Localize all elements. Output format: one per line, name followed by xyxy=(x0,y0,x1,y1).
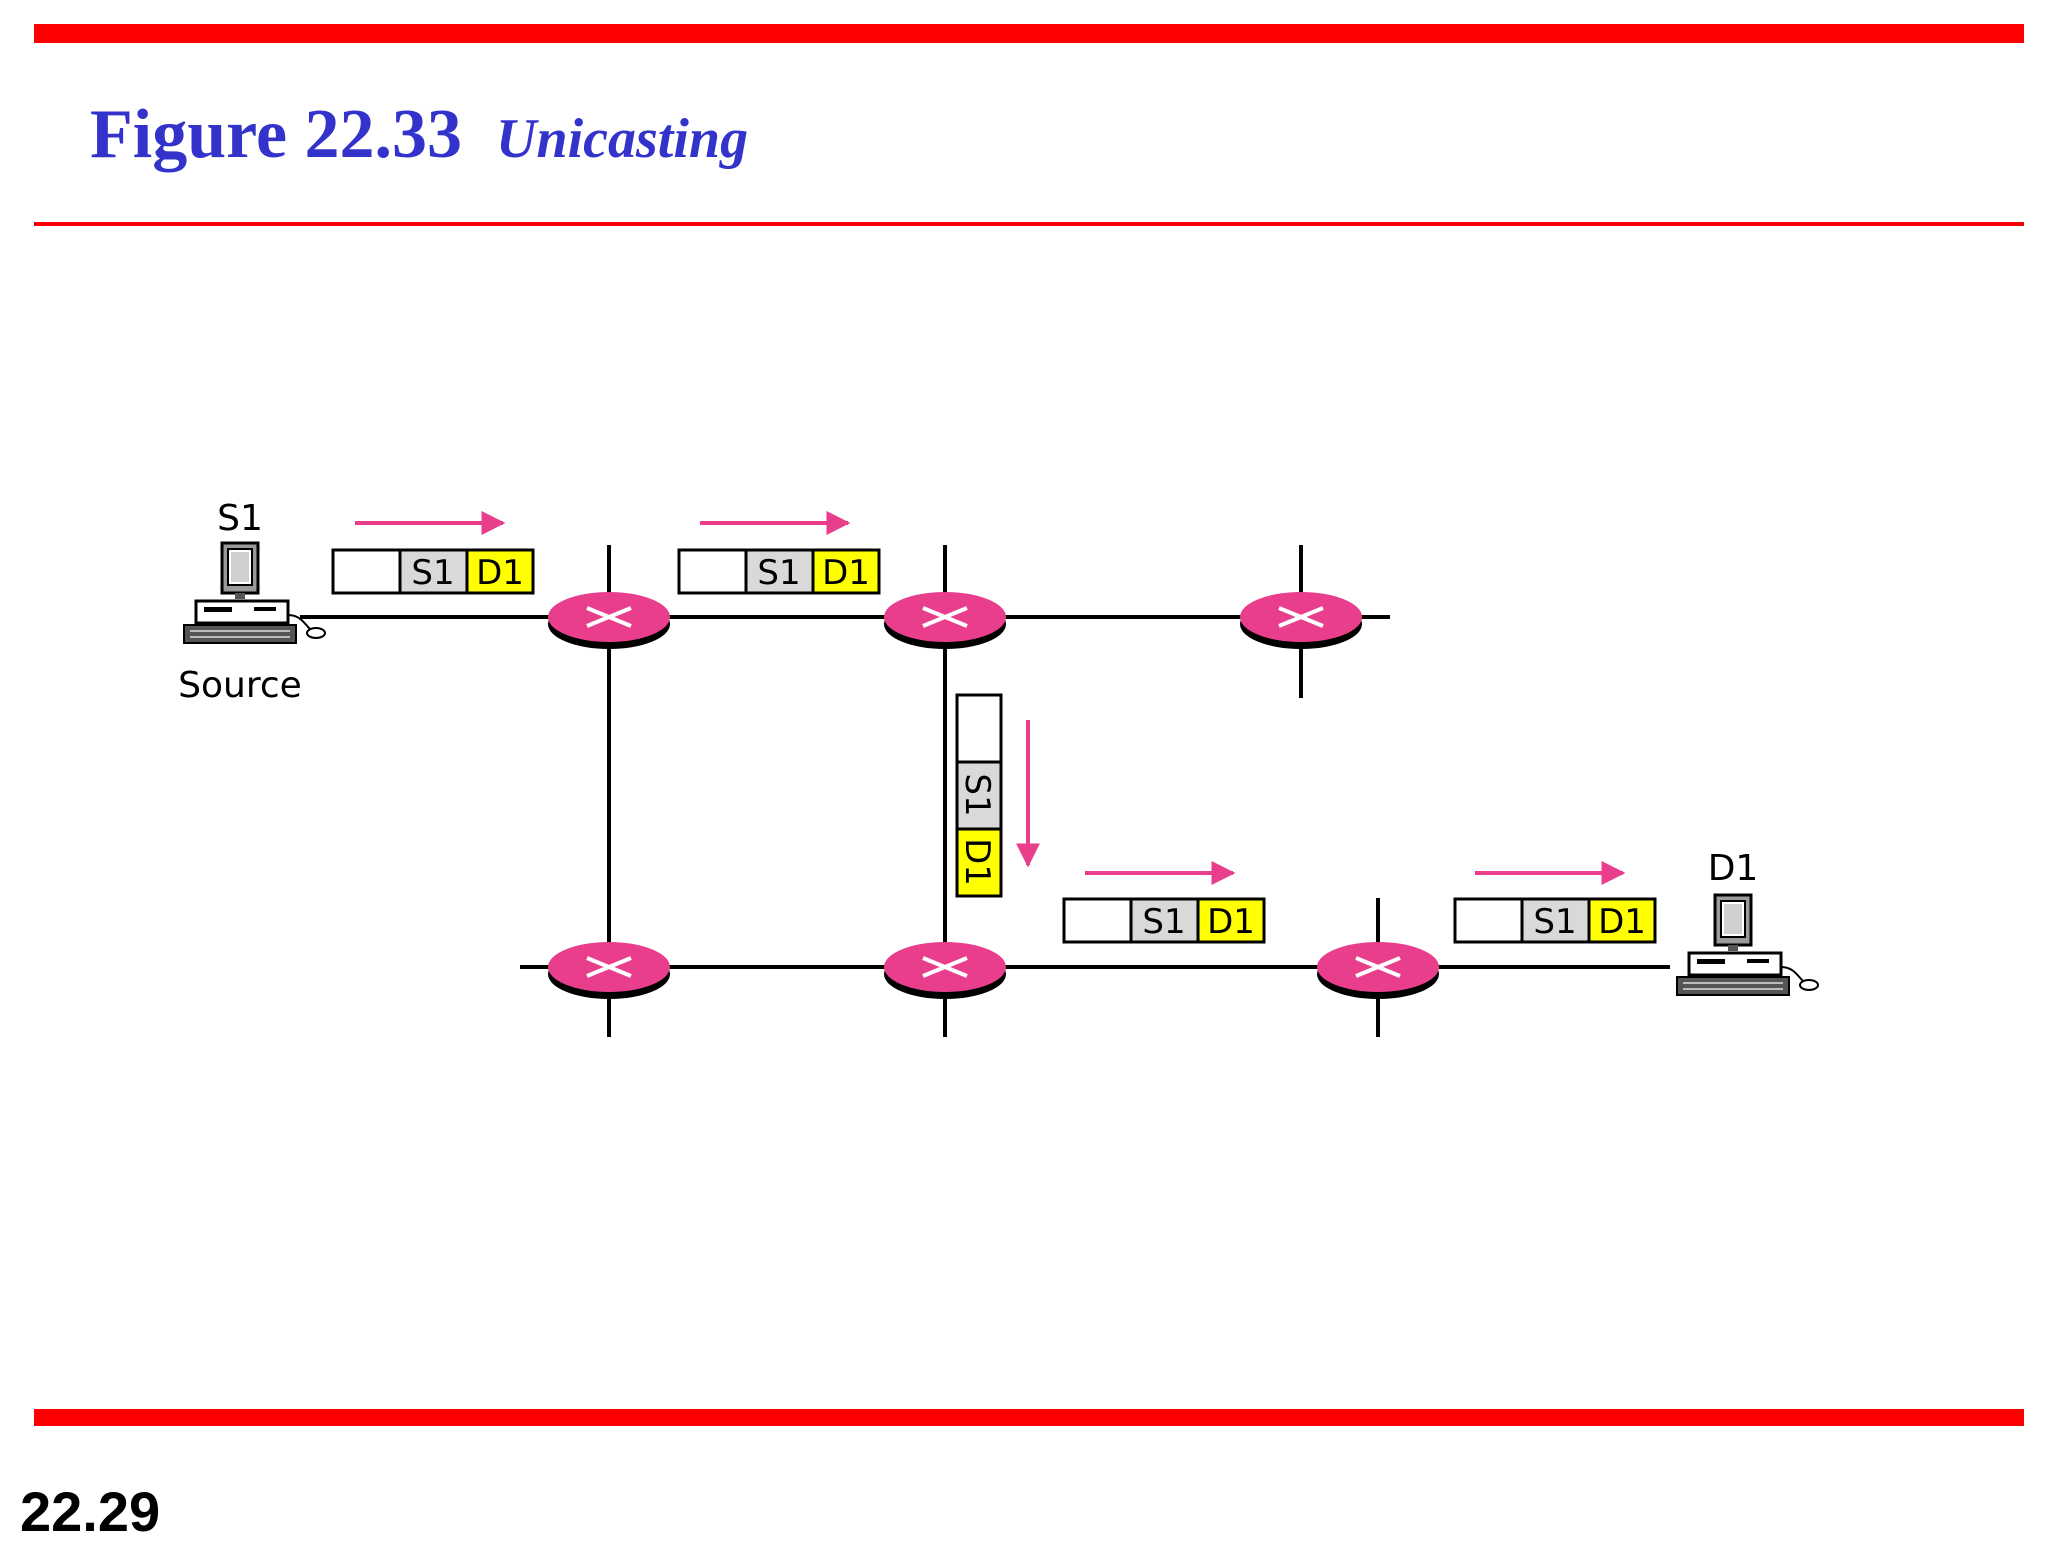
router-icon xyxy=(882,590,1008,651)
packet-source-cell xyxy=(1129,897,1200,944)
packet-source-label: S1 xyxy=(411,553,454,593)
packet-source-label: S1 xyxy=(757,553,800,593)
packet-source-cell xyxy=(398,548,469,595)
packet-data-cell xyxy=(677,548,748,595)
packet-destination-cell xyxy=(465,548,535,595)
figure-title: Unicasting xyxy=(496,108,749,170)
source-computer-icon xyxy=(182,541,327,645)
packet: S1 D1 xyxy=(955,693,1003,898)
source-caption: Source xyxy=(178,665,302,706)
packet-source-cell xyxy=(1520,897,1591,944)
packet-destination-cell xyxy=(955,827,1003,898)
packet-destination-label: D1 xyxy=(1207,902,1255,942)
packet-data-cell xyxy=(955,693,1003,764)
destination-address-label: D1 xyxy=(1708,848,1759,889)
packet-data-cell xyxy=(331,548,402,595)
packet-source-label: S1 xyxy=(1533,902,1576,942)
packet-destination-label: D1 xyxy=(957,838,997,886)
header-top-rule xyxy=(34,24,2024,43)
packet-destination-label: D1 xyxy=(822,553,870,593)
header-bottom-rule xyxy=(34,222,2024,226)
router-icon xyxy=(1315,940,1441,1001)
packet-destination-cell xyxy=(1587,897,1657,944)
router-icon xyxy=(1238,590,1364,651)
packet: S1 D1 xyxy=(1453,897,1657,944)
packet: S1 D1 xyxy=(677,548,881,595)
packet: S1 D1 xyxy=(1062,897,1266,944)
packet-data-cell xyxy=(1453,897,1524,944)
packet-source-cell xyxy=(744,548,815,595)
packet-data-cell xyxy=(1062,897,1133,944)
packet-destination-label: D1 xyxy=(476,553,524,593)
packet-source-cell xyxy=(955,760,1003,831)
packet: S1 D1 xyxy=(331,548,535,595)
router-icon xyxy=(546,590,672,651)
source-address-label: S1 xyxy=(217,498,263,539)
destination-computer-icon xyxy=(1675,893,1820,997)
packet-destination-cell xyxy=(811,548,881,595)
footer-rule xyxy=(34,1409,2024,1426)
router-icon xyxy=(882,940,1008,1001)
packet-source-label: S1 xyxy=(1142,902,1185,942)
packet-destination-label: D1 xyxy=(1598,902,1646,942)
packet-source-label: S1 xyxy=(957,773,997,816)
figure-number: Figure 22.33 xyxy=(90,96,463,173)
router-icon xyxy=(546,940,672,1001)
packet-destination-cell xyxy=(1196,897,1266,944)
page-number: 22.29 xyxy=(20,1480,161,1543)
